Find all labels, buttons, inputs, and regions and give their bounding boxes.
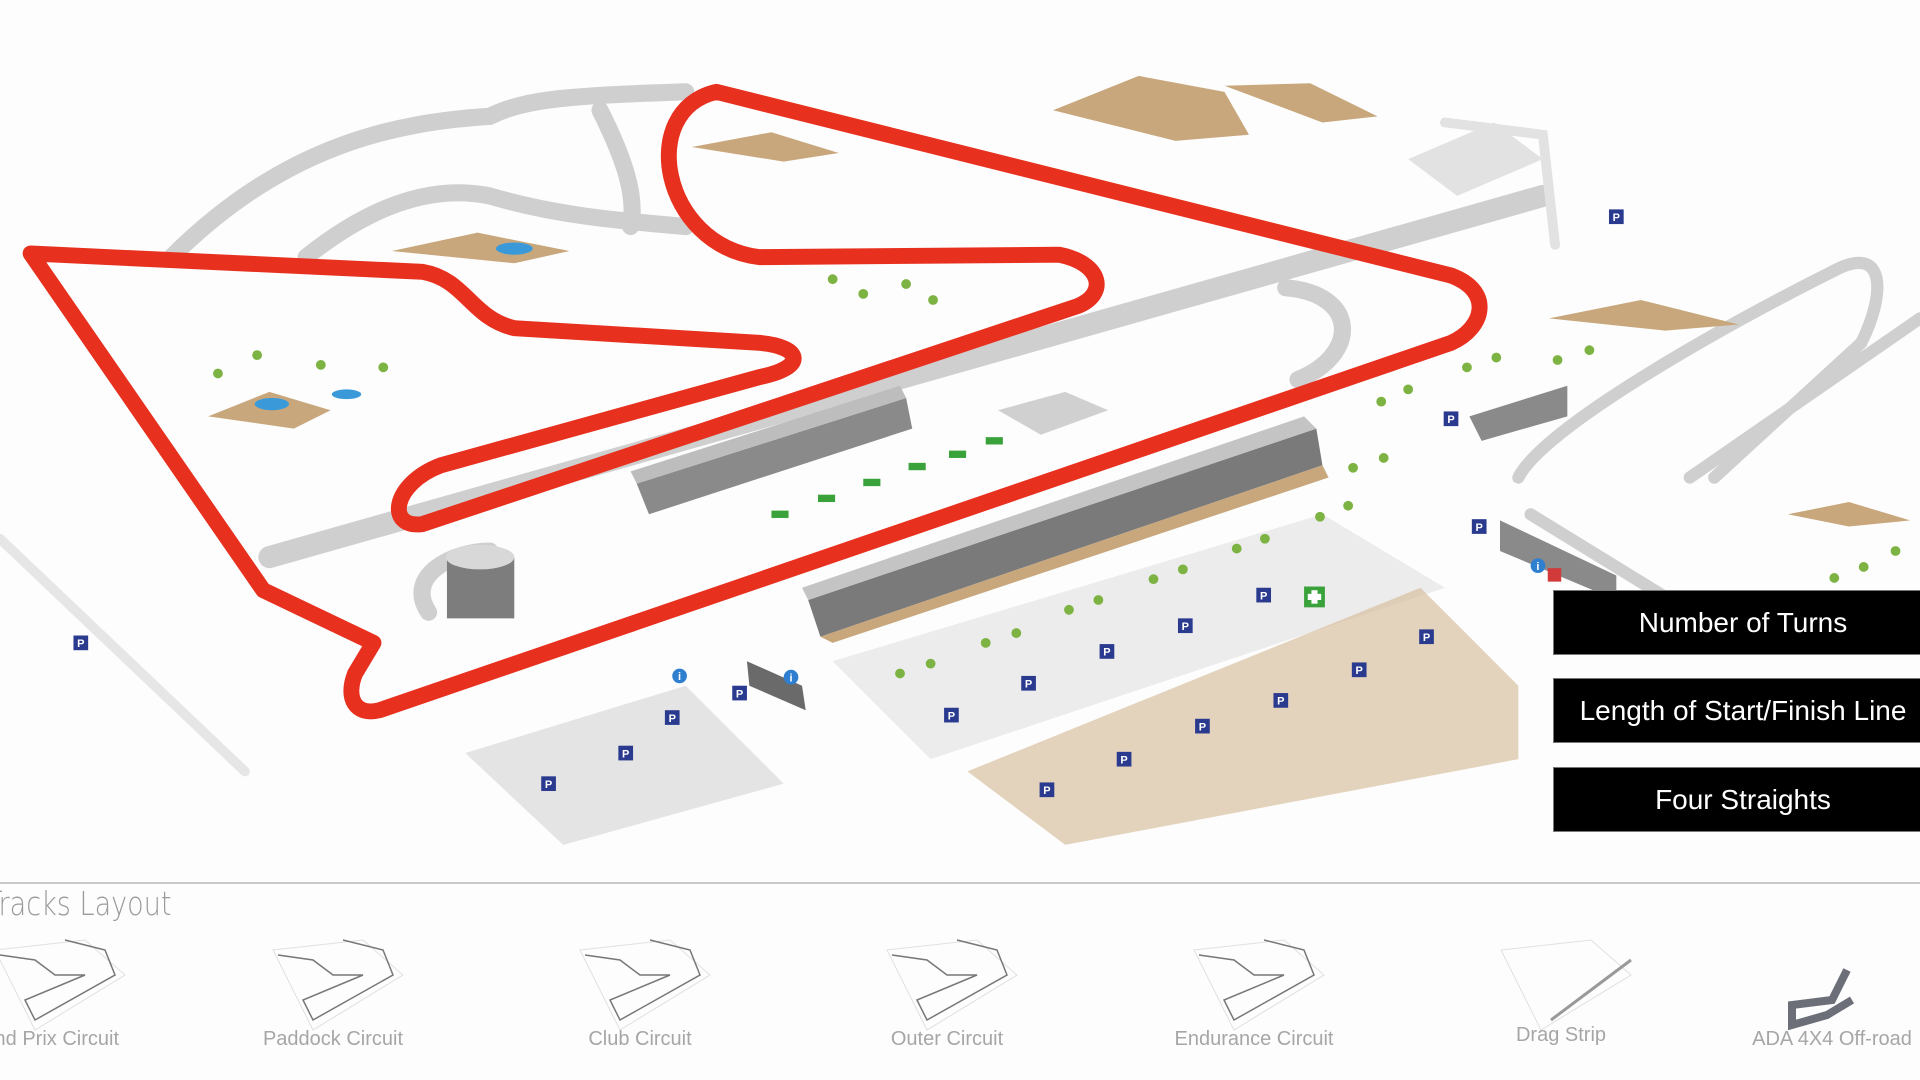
divider	[0, 882, 1920, 884]
svg-text:P: P	[669, 713, 676, 725]
four-straights-button[interactable]: Four Straights	[1553, 767, 1920, 832]
track-thumb-icon	[579, 939, 711, 1031]
svg-text:i: i	[678, 671, 681, 683]
pit-lawns	[771, 437, 1003, 518]
number-of-turns-button[interactable]: Number of Turns	[1553, 590, 1920, 655]
svg-text:P: P	[948, 710, 955, 722]
parking-signs: P P P P P P P P P P P P P P P P P P P	[73, 209, 1624, 798]
track-thumb-label: Drag Strip	[1515, 1024, 1607, 1046]
track-thumb-icon	[0, 939, 126, 1031]
track-thumb-icon	[1788, 968, 1855, 1031]
svg-text:P: P	[1103, 647, 1110, 659]
svg-text:P: P	[1277, 696, 1284, 708]
svg-text:P: P	[1199, 721, 1206, 733]
svg-text:P: P	[77, 638, 84, 650]
track-thumb-label: Grand Prix Circuit	[0, 1028, 119, 1050]
grand-prix-circuit-track[interactable]	[22, 83, 1488, 720]
track-thumb-drag-strip[interactable]: Drag Strip	[1451, 930, 1671, 1080]
svg-text:P: P	[1613, 212, 1620, 224]
track-thumb-icon	[886, 939, 1018, 1031]
first-aid-icon	[1304, 586, 1325, 608]
start-finish-length-button[interactable]: Length of Start/Finish Line	[1553, 678, 1920, 743]
svg-text:P: P	[1423, 632, 1430, 644]
track-thumb-label: Outer Circuit	[890, 1028, 1004, 1050]
svg-text:P: P	[736, 688, 743, 700]
info-icons: i i i	[672, 558, 1546, 685]
track-thumb-off-road[interactable]: ADA 4X4 Off-road	[1722, 930, 1920, 1080]
svg-text:P: P	[622, 748, 629, 760]
track-thumb-icon	[1193, 939, 1325, 1031]
palm-trees	[213, 274, 1901, 679]
svg-text:P: P	[1447, 414, 1454, 426]
svg-text:P: P	[545, 779, 552, 791]
svg-text:i: i	[1536, 561, 1539, 573]
grandstands	[630, 385, 1617, 711]
tracks-layout-title: Tracks Layout	[0, 884, 172, 923]
svg-text:P: P	[1260, 590, 1267, 602]
track-thumb-icon	[272, 939, 404, 1031]
desert-hills	[208, 75, 1911, 527]
svg-text:i: i	[789, 672, 792, 684]
svg-text:P: P	[1356, 665, 1363, 677]
track-thumb-paddock[interactable]: Paddock Circuit	[223, 930, 443, 1080]
parking-areas	[465, 122, 1543, 845]
track-thumb-label: Endurance Circuit	[1174, 1028, 1334, 1050]
track-thumb-label: ADA 4X4 Off-road	[1752, 1028, 1912, 1050]
svg-text:P: P	[1182, 621, 1189, 633]
svg-text:P: P	[1120, 754, 1127, 766]
track-thumb-icon	[1500, 939, 1632, 1031]
restaurant-icon	[1547, 568, 1562, 582]
hotel-tower	[445, 544, 515, 619]
track-thumb-grand-prix[interactable]: Grand Prix Circuit	[0, 930, 165, 1080]
svg-text:P: P	[1043, 785, 1050, 797]
svg-text:P: P	[1476, 522, 1483, 534]
track-thumb-club[interactable]: Club Circuit	[530, 930, 750, 1080]
svg-text:P: P	[1025, 679, 1032, 691]
track-thumb-endurance[interactable]: Endurance Circuit	[1144, 930, 1364, 1080]
track-thumb-label: Paddock Circuit	[262, 1028, 404, 1050]
track-thumb-outer[interactable]: Outer Circuit	[837, 930, 1057, 1080]
track-thumb-label: Club Circuit	[588, 1028, 692, 1050]
